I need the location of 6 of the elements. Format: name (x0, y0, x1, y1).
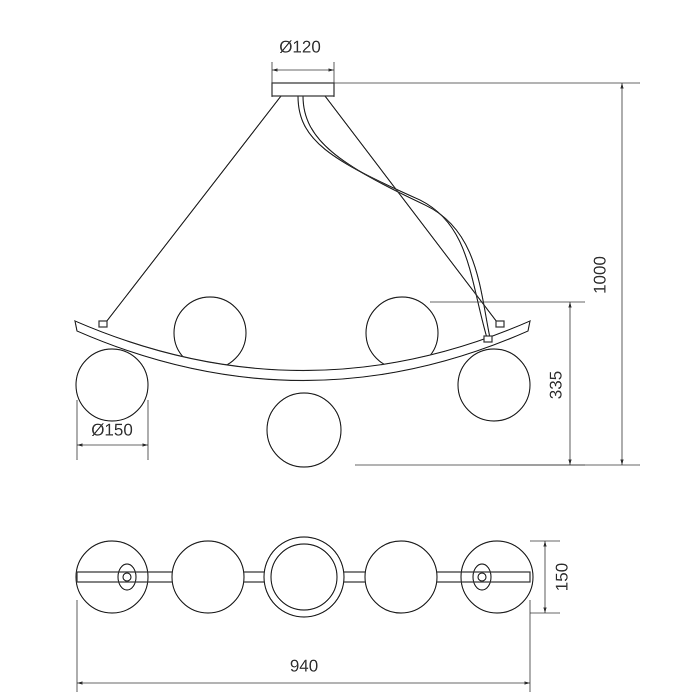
dimension-label: 150 (554, 562, 570, 592)
dimension-label: Ø150 (91, 422, 133, 438)
dimension-label: Ø120 (279, 38, 321, 56)
dimension-label: 940 (290, 658, 318, 674)
dimension-label: 1000 (592, 256, 608, 294)
dimension-label: 335 (548, 370, 564, 400)
